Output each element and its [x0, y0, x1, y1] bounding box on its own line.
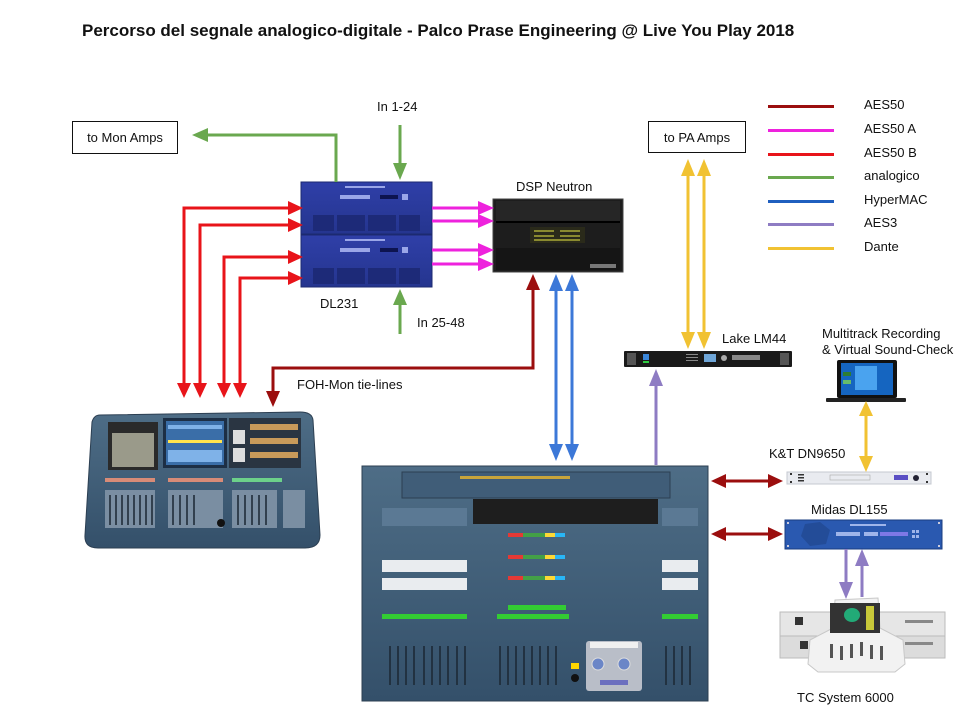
- legend-label: AES3: [864, 215, 898, 230]
- legend-item-aes50b: AES50 B: [768, 145, 917, 162]
- legend-label: AES50 B: [864, 145, 917, 160]
- kt-dn9650-device: [786, 471, 932, 485]
- monitor-console: [84, 411, 321, 549]
- midas-dl155-label: Midas DL155: [811, 502, 888, 517]
- lake-lm44-label: Lake LM44: [722, 331, 787, 346]
- legend-item-hypermac: HyperMAC: [768, 192, 928, 209]
- aes50b-wires: [182, 206, 290, 385]
- legend-swatch: [768, 128, 834, 132]
- dante-wires: [686, 174, 868, 458]
- in-25-48-label: In 25-48: [417, 315, 465, 330]
- legend-label: AES50 A: [864, 121, 917, 136]
- diagram-title: Percorso del segnale analogico-digitale …: [82, 21, 795, 40]
- tc-system-6000-device: [779, 597, 946, 673]
- legend-label: Dante: [864, 239, 899, 254]
- legend-item-aes3: AES3: [768, 215, 897, 232]
- foh-mon-tie-lines-label: FOH-Mon tie-lines: [297, 377, 403, 392]
- multitrack-label-2: & Virtual Sound-Check: [822, 342, 954, 357]
- legend-swatch: [768, 175, 834, 179]
- analog-wires: [206, 125, 402, 334]
- legend-label: AES50: [864, 97, 905, 112]
- legend-swatch: [768, 104, 834, 108]
- midas-dl155-device: [784, 519, 943, 550]
- laptop-device: [826, 360, 906, 402]
- aes3-wires: [654, 384, 864, 597]
- multitrack-label-1: Multitrack Recording: [822, 326, 941, 341]
- arrow-to-mon-amps: [192, 128, 208, 142]
- aes50-wires: [271, 287, 770, 536]
- mon-amps-box: to Mon Amps: [72, 121, 178, 154]
- foh-console: [361, 465, 709, 702]
- dl231-label: DL231: [320, 296, 359, 311]
- in-1-24-label: In 1-24: [377, 99, 418, 114]
- legend-item-aes50: AES50: [768, 97, 904, 114]
- dsp-neutron-label: DSP Neutron: [516, 179, 593, 194]
- pa-amps-label: to PA Amps: [663, 129, 731, 145]
- legend-swatch: [768, 199, 834, 203]
- legend-item-aes50a: AES50 A: [768, 121, 916, 138]
- kt-dn9650-label: K&T DN9650: [769, 446, 846, 461]
- dl231-stage-box: [300, 181, 433, 288]
- legend-swatch: [768, 222, 834, 226]
- mon-amps-label: to Mon Amps: [87, 130, 163, 145]
- legend-swatch: [768, 246, 834, 250]
- pa-amps-box: to PA Amps: [648, 121, 746, 153]
- hypermac-wires: [554, 290, 574, 446]
- lake-lm44-device: [624, 351, 792, 367]
- legend-swatch: [768, 152, 834, 156]
- aes50a-wires: [432, 206, 480, 266]
- legend-item-dante: Dante: [768, 239, 899, 256]
- dsp-neutron-device: [492, 198, 624, 273]
- tc-system-6000-label: TC System 6000: [797, 690, 894, 705]
- legend-item-analogico: analogico: [768, 168, 920, 185]
- legend-label: analogico: [864, 168, 920, 183]
- legend-label: HyperMAC: [864, 192, 928, 207]
